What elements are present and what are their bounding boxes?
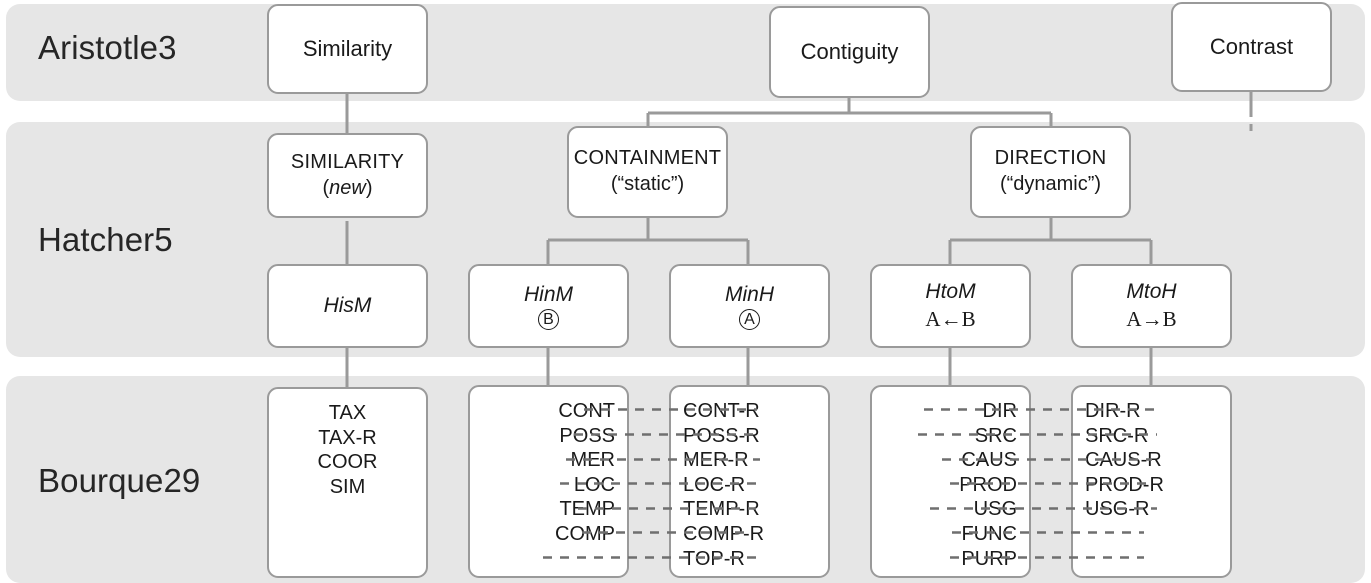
node-hism-label: HisM: [323, 293, 372, 317]
node-minh-label: MinH: [724, 283, 774, 307]
leaf-item: PROD: [959, 473, 1017, 496]
node-mtoh-label: MtoH: [1126, 280, 1177, 304]
leaf-item: TAX-R: [318, 426, 377, 449]
leaf-item: CONT-R: [683, 400, 760, 422]
node-direction-label: DIRECTION: [994, 147, 1107, 170]
leaf-item: PROD-R: [1085, 473, 1164, 496]
node-containment-label: CONTAINMENT: [573, 147, 722, 170]
leaf-item: CONT: [558, 400, 615, 422]
leaf-item: PURP: [961, 547, 1017, 570]
band-label-aristotle: Aristotle3: [38, 29, 177, 66]
leaf-item: COOR: [317, 451, 378, 474]
node-minh[interactable]: MinH A: [669, 264, 830, 348]
leaf-item: TOP-R: [683, 547, 745, 570]
node-htom-label: HtoM: [925, 280, 976, 304]
node-hinm-badge: B: [538, 308, 559, 330]
leaf-item: TAX: [328, 402, 367, 424]
leaf-item: SRC: [974, 424, 1017, 447]
node-direction[interactable]: DIRECTION (“dynamic”): [970, 126, 1131, 218]
leaf-item: MER: [570, 449, 615, 472]
leaf-item: POSS-R: [683, 424, 760, 447]
leaf-item: MER-R: [683, 449, 749, 472]
leaf-item: COMP-R: [683, 522, 765, 545]
node-similarity-label: Similarity: [302, 35, 393, 61]
node-hinm-label: HinM: [523, 283, 573, 307]
node-similarity[interactable]: Similarity: [267, 4, 428, 94]
leaf-item: [1085, 547, 1091, 572]
leaf-item: SIM: [329, 475, 366, 498]
leaf-item: DIR-R: [1085, 400, 1141, 422]
node-mtoh-direction: A→B: [1126, 307, 1177, 331]
node-contiguity[interactable]: Contiguity: [769, 6, 930, 98]
node-similarity-capital-label: SIMILARITY: [290, 150, 405, 173]
node-htom-direction: A←B: [925, 307, 976, 331]
leaf-item: COMP: [555, 522, 615, 545]
leaf-item: [609, 547, 615, 572]
band-label-bourque: Bourque29: [38, 462, 201, 499]
leaf-item: CAUS-R: [1085, 449, 1162, 472]
leaf-item: CAUS: [961, 449, 1017, 472]
leaf-item: USG: [973, 498, 1017, 521]
leaf-item: LOC-R: [683, 473, 746, 496]
node-similarity-capital-sublabel: (new): [322, 176, 373, 199]
leaf-item: [1085, 522, 1091, 547]
leaf-item: USG-R: [1085, 498, 1150, 521]
leaf-item: TEMP-R: [683, 498, 760, 521]
node-direction-sublabel: (“dynamic”): [999, 173, 1102, 195]
leaf-item: LOC: [573, 473, 615, 496]
node-mtoh[interactable]: MtoH A→B: [1071, 264, 1232, 348]
leaf-item: FUNC: [961, 522, 1017, 545]
leaf-item: DIR: [982, 400, 1017, 422]
node-containment-sublabel: (“static”): [610, 173, 685, 195]
node-hinm[interactable]: HinM B: [468, 264, 629, 348]
node-hism[interactable]: HisM: [267, 264, 428, 348]
band-aristotle: [6, 4, 1365, 101]
node-htom[interactable]: HtoM A←B: [870, 264, 1031, 348]
node-containment[interactable]: CONTAINMENT (“static”): [567, 126, 728, 218]
node-contiguity-label: Contiguity: [800, 38, 899, 64]
band-label-hatcher: Hatcher5: [38, 221, 173, 258]
node-contrast[interactable]: Contrast: [1171, 2, 1332, 92]
leaf-item: SRC-R: [1085, 424, 1149, 447]
node-minh-badge: A: [739, 308, 760, 330]
leaf-item: TEMP: [559, 498, 615, 521]
node-contrast-label: Contrast: [1209, 33, 1294, 59]
leaf-item: POSS: [559, 424, 615, 447]
node-similarity-capital[interactable]: SIMILARITY (new): [267, 133, 428, 218]
